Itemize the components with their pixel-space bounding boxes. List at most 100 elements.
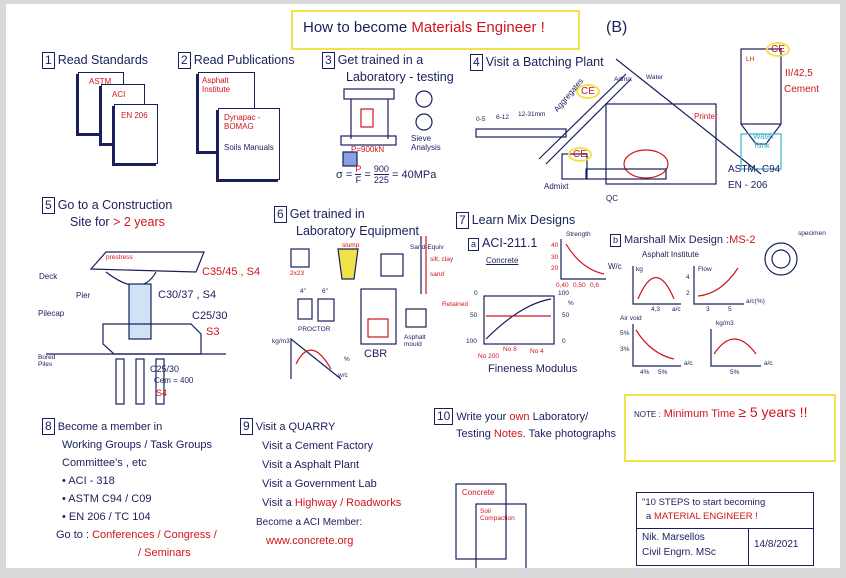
pilecap-slump: S3	[206, 326, 220, 338]
aci-website-link[interactable]: www.concrete.org	[266, 535, 354, 547]
formula-part: = 40MPa	[392, 168, 437, 181]
marshall-code: MS-2	[729, 234, 756, 246]
printer-label: Printer	[694, 112, 718, 121]
note-text: NOTE : Minimum Time ≥ 5 years !!	[634, 404, 807, 421]
concrete-notes-label: Concrete	[462, 488, 495, 497]
cube-label: 2x23	[290, 270, 305, 277]
retained-label: Retained	[442, 301, 469, 308]
divider	[637, 528, 813, 529]
title-box	[291, 10, 580, 50]
note-prefix: NOTE :	[634, 410, 661, 419]
tick-label: 30	[551, 254, 559, 261]
tick-label: 5%	[658, 369, 668, 376]
highway-highlight: Highway / Roadworks	[294, 497, 402, 509]
note-body: Minimum Time	[663, 408, 736, 420]
events-list-2: / Seminars	[138, 547, 191, 559]
title-highlight: Materials Engineer !	[411, 19, 545, 36]
sub-number: b	[610, 234, 622, 247]
water-content-axis-label: w/c	[338, 372, 348, 379]
axis-label: a/c	[764, 360, 773, 367]
tick-label: 0	[562, 338, 566, 345]
prestress-label: prestress	[106, 254, 133, 261]
step-label-2: Site for	[70, 215, 110, 229]
tick-label: 0,40	[556, 282, 569, 289]
step-label-2: Laboratory - testing	[346, 70, 454, 84]
mold-label: 6"	[322, 288, 328, 295]
doc-label: ASTM	[89, 77, 112, 86]
axis-label: a/c(%)	[746, 298, 765, 305]
tick-label: 2	[686, 290, 690, 297]
water-tank-label: Water Tank	[753, 132, 775, 151]
sand-equivalent-label: Sand-Equiv	[410, 244, 444, 251]
tick-label: 0	[474, 290, 478, 297]
note-highlight: ≥ 5 years !!	[738, 404, 808, 420]
pier-label: Pier	[76, 291, 91, 300]
note-box	[624, 394, 836, 462]
tick-label: 100	[466, 338, 477, 345]
silo-label: LH	[746, 56, 755, 63]
silt-clay-label: silt, clay	[430, 256, 454, 263]
step-label: Learn Mix Designs	[471, 213, 576, 227]
sieve-label: No 4	[530, 348, 544, 355]
author-name: Nik. Marsellos	[642, 532, 705, 543]
pier-concrete-class: C30/37 , S4	[158, 289, 217, 301]
proctor-label: PROCTOR	[298, 326, 331, 333]
date: 14/8/2021	[754, 539, 799, 550]
press-top	[343, 88, 395, 100]
tick-label: 20	[551, 265, 559, 272]
tick-label: 0,6	[590, 282, 600, 289]
cement-type-label: II/42,5	[785, 68, 813, 79]
step-number: 9	[240, 418, 253, 435]
step-number: 2	[178, 52, 191, 69]
text-line: Visit a Cement Factory	[262, 440, 374, 452]
signature-heading: "10 STEPS to start becoming	[642, 497, 766, 508]
document-page: Dynapac - BOMAG Soils Manuals	[218, 108, 280, 180]
formula-part: 900	[373, 164, 389, 176]
text-line: Committee's , etc	[62, 457, 147, 469]
standard-label: EN - 206	[728, 180, 768, 191]
title: How to become Materials Engineer !	[303, 19, 545, 36]
text-line: Visit a Government Lab	[262, 478, 377, 490]
step-label: Go to a Construction	[57, 198, 173, 212]
step-number: 10	[434, 408, 454, 425]
go-to-label: Go to :	[56, 529, 90, 541]
ce-mark: CE	[766, 42, 790, 57]
sieve-analysis-label: Sieve Analysis	[411, 134, 441, 153]
aci-member-label: Become a ACI Member:	[256, 517, 363, 528]
axis-label: Air void	[620, 315, 642, 322]
doc-label: Dynapac - BOMAG	[224, 113, 261, 132]
axis-label: a/c	[672, 306, 681, 313]
document-page: EN 206	[114, 104, 158, 164]
bored-piles-label: Bored Piles	[38, 354, 56, 369]
tick-label: 100	[558, 290, 569, 297]
text-line: . Take photographs	[522, 428, 617, 440]
soil-notes-label: Soil Compaction	[480, 508, 515, 523]
notes-highlight: Notes	[493, 428, 523, 440]
author-degree: Civil Engrn. MSc	[642, 547, 716, 558]
tick-label: 4	[686, 274, 690, 281]
step-label-2: Laboratory Equipment	[296, 224, 419, 238]
signature-box	[636, 492, 814, 566]
tick-label: 4,3	[651, 306, 661, 313]
step-number: 6	[274, 206, 287, 223]
tick-label: 5%	[730, 369, 740, 376]
asphalt-mould-label: Asphalt mould	[404, 334, 426, 349]
load-label: P=900kN	[351, 145, 385, 154]
piles-cement-content: Cem = 400	[154, 376, 194, 385]
aggregate-size: 12-31mm	[518, 111, 546, 118]
tick-label: 3%	[620, 346, 630, 353]
formula-part: σ =	[336, 168, 353, 181]
bullet-item: • ACI - 318	[62, 475, 115, 487]
step-number: 5	[42, 197, 55, 214]
tick-label: 3	[706, 306, 710, 313]
asphalt-institute-label: Asphalt Institute	[642, 250, 699, 259]
step-number: 3	[322, 52, 335, 69]
doc-label: ACI	[112, 90, 126, 99]
